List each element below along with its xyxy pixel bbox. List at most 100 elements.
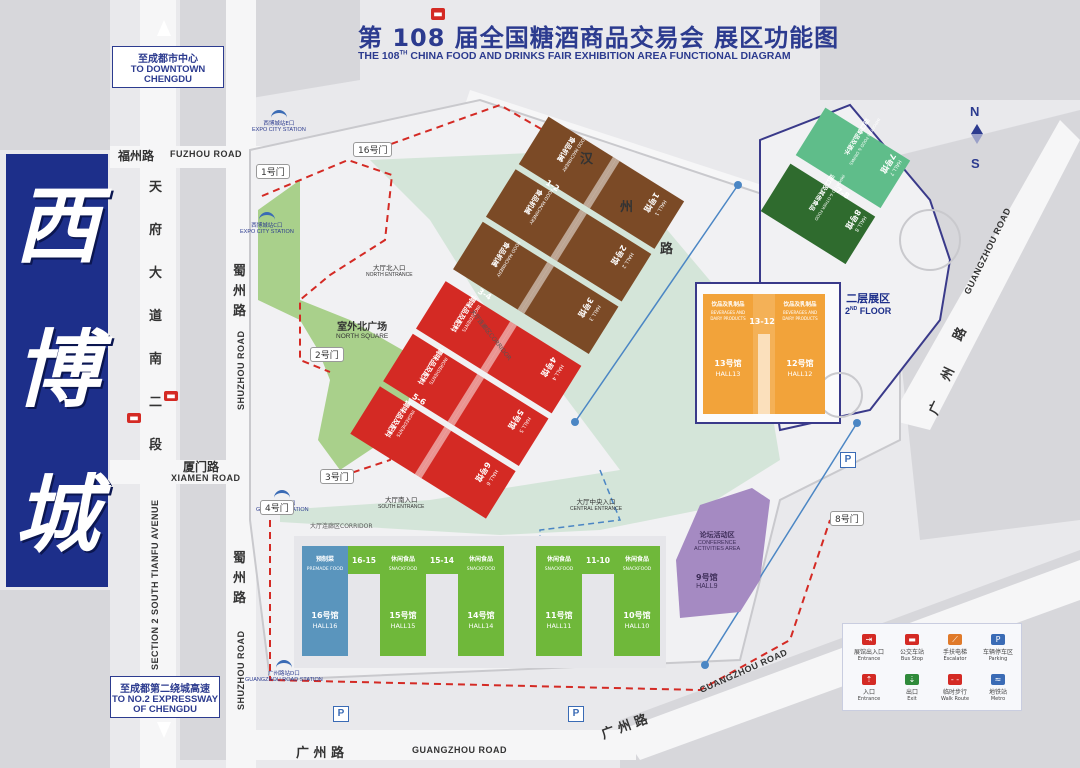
road-guangzhou-en: GUANGZHOU ROAD <box>412 745 507 755</box>
legend-label: 公交车站 <box>899 649 924 656</box>
conference-label: 论坛活动区 CONFERENCE ACTIVITIES AREA <box>694 531 741 552</box>
hall-en: HALL14 <box>469 622 494 630</box>
hall-block[interactable] <box>450 376 549 466</box>
hall-block[interactable] <box>703 294 753 414</box>
hall-block[interactable] <box>302 546 348 656</box>
hall-en: HALL11 <box>547 622 572 630</box>
road-han-char: 路 <box>660 242 674 257</box>
hall-aisle <box>517 262 554 314</box>
side-banner: 西 博 城 <box>6 154 108 587</box>
gate-8[interactable]: 8号门 <box>830 511 864 526</box>
hall-block[interactable] <box>775 294 825 414</box>
hall9-label[interactable]: 9号馆 HALL9 <box>696 573 718 590</box>
compass-icon-lower <box>971 134 983 144</box>
hall-block[interactable] <box>795 107 911 209</box>
hall-block[interactable] <box>520 264 619 355</box>
hall-category-en: SNACKFOOD <box>545 566 574 572</box>
hall-block[interactable] <box>760 163 876 265</box>
hall-connector <box>426 546 458 574</box>
parking-icon: P <box>568 706 584 722</box>
walk-route <box>261 158 394 373</box>
hall-block[interactable] <box>350 386 448 477</box>
hall-block[interactable] <box>383 333 481 424</box>
road-guangzhou <box>256 730 636 760</box>
second-floor-label: 二层展区 2ND FLOOR <box>845 292 892 316</box>
hall-category-en: SNACKFOOD <box>467 566 496 572</box>
legend-label: 地铁站 <box>988 689 1007 696</box>
legend-symbol-icon: ⇡ <box>862 674 876 685</box>
legend-symbol-icon: ▬ <box>905 634 919 645</box>
compass-icon <box>971 124 983 134</box>
hall-category: 休闲食品 <box>390 555 415 563</box>
hall-name: 15号馆 <box>389 610 416 620</box>
road-xiamen-cn: 厦门路 <box>183 460 220 474</box>
hall-category-en: SNACKFOOD <box>623 566 652 572</box>
hall-block[interactable] <box>453 221 551 312</box>
gate-2[interactable]: 2号门 <box>310 347 344 362</box>
direction-expressway: 至成都第二绕城高速 TO NO.2 EXPRESSWAY OF CHENGDU <box>110 676 220 718</box>
bg-block <box>240 0 360 100</box>
gate-4[interactable]: 4号门 <box>260 500 294 515</box>
hall-block[interactable] <box>553 211 652 302</box>
hall-category: 休闲食品 <box>468 555 493 563</box>
hall-block[interactable] <box>518 116 617 207</box>
hall-aisle <box>447 373 485 426</box>
hall-block[interactable] <box>614 546 660 656</box>
metro-node <box>734 181 742 189</box>
hall-block[interactable] <box>418 428 516 519</box>
gate-3[interactable]: 3号门 <box>320 469 354 484</box>
road-shuzhou2-char: 路 <box>233 591 247 606</box>
gate-1[interactable]: 1号门 <box>256 164 290 179</box>
hall-block[interactable] <box>380 546 426 656</box>
hall-name: 13号馆 <box>714 358 741 368</box>
metro-icon <box>258 212 275 221</box>
hall-en: HALL12 <box>788 370 813 378</box>
road-tianfu-char: 二 <box>149 395 163 410</box>
metro-icon <box>274 490 291 499</box>
hall-name: 16号馆 <box>311 610 338 620</box>
station-expo-city-w: 西博城站C口 EXPO CITY STATION <box>240 212 294 235</box>
legend-label: 临时步行 <box>942 689 967 696</box>
hall-block[interactable] <box>586 159 685 249</box>
road-shuzhou-char: 路 <box>233 304 247 319</box>
hall-block[interactable] <box>536 546 582 656</box>
road-shuzhou-en: SHUZHOU ROAD <box>236 330 246 411</box>
hall-en: HALL13 <box>716 370 741 378</box>
hall-block[interactable] <box>483 323 582 414</box>
hall-block[interactable] <box>485 169 584 260</box>
arrow-down-icon <box>157 722 171 738</box>
hall-category-en: BEVERAGES AND <box>783 310 817 315</box>
connector-label: 13-12 <box>749 317 775 326</box>
metro-node <box>571 418 579 426</box>
metro-link <box>574 184 739 423</box>
hall-category: 休闲食品 <box>624 555 649 563</box>
bg-block <box>0 590 110 768</box>
bus-stop-icon: ▬ <box>431 8 445 20</box>
hall-block[interactable] <box>415 281 514 372</box>
banner-char: 城 <box>14 464 99 564</box>
gate-16[interactable]: 16号门 <box>353 142 393 157</box>
hall-block[interactable] <box>458 546 504 656</box>
hall9-area <box>676 488 770 618</box>
